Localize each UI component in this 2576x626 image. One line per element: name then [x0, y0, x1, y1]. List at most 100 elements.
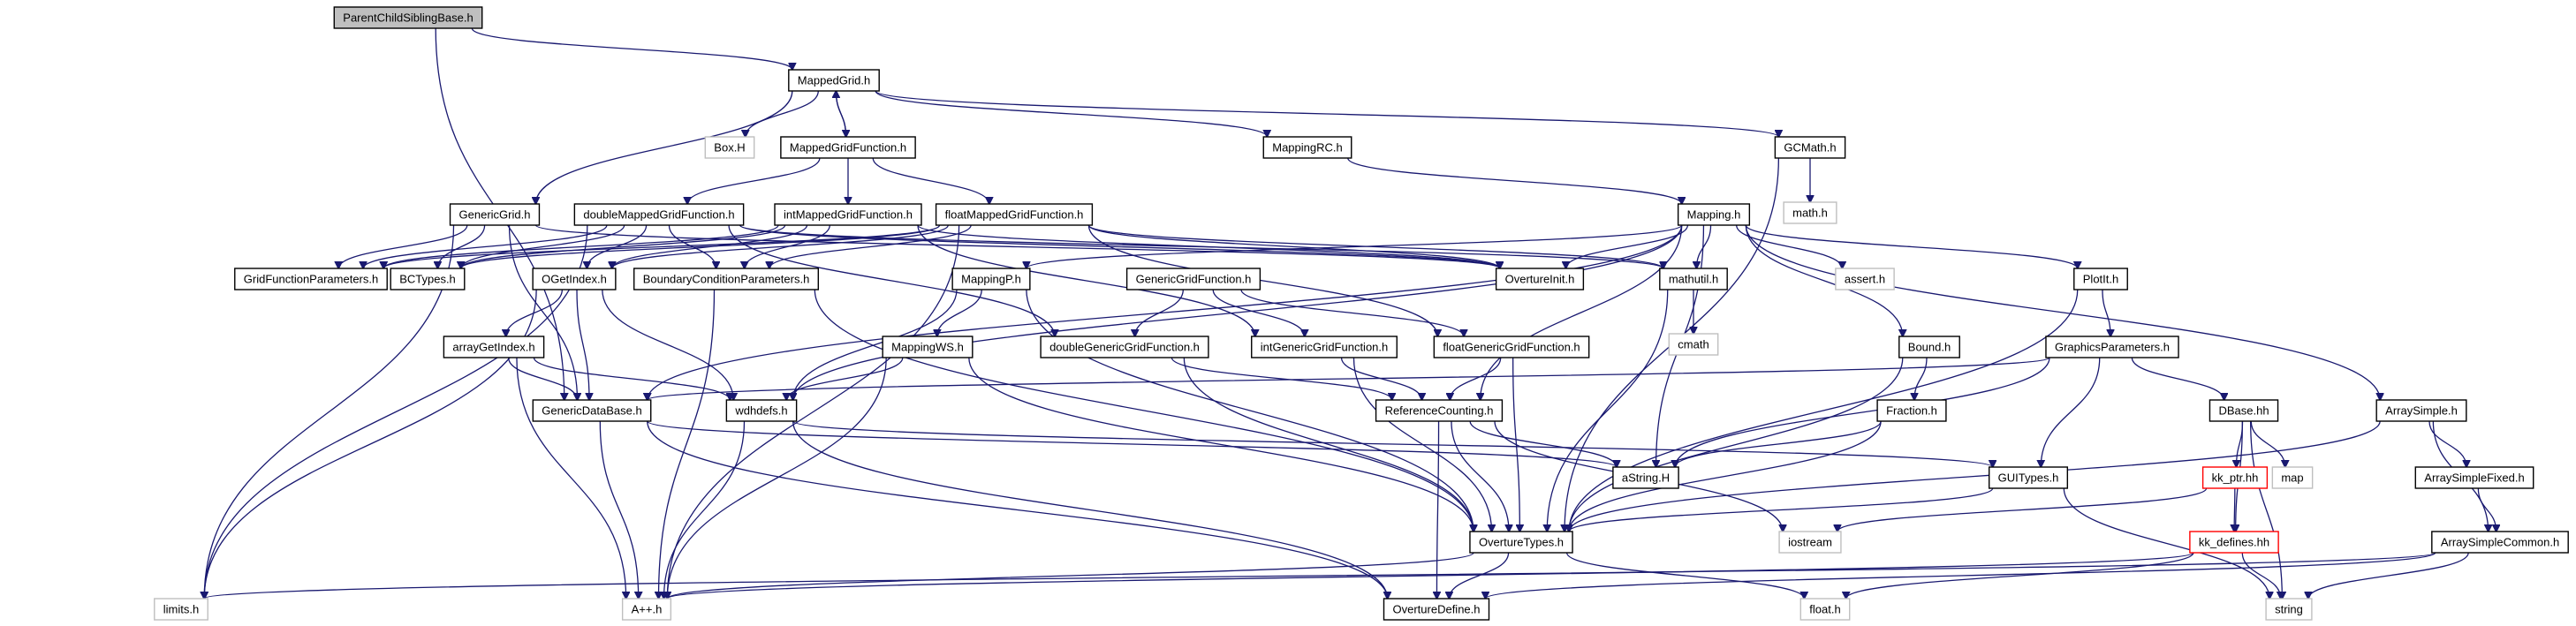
node-mathh[interactable]: math.h [1783, 201, 1837, 224]
edge-gencgf-to-fggf [1240, 289, 1464, 336]
node-floath[interactable]: float.h [1799, 598, 1851, 621]
node-iostream[interactable]: iostream [1778, 531, 1842, 554]
node-genericgrid[interactable]: GenericGrid.h [449, 203, 541, 226]
node-bctypes[interactable]: BCTypes.h [390, 268, 466, 290]
node-maph[interactable]: map [2271, 466, 2314, 489]
edge-fmgf-to-mathutil [1087, 224, 1663, 268]
node-label: intMappedGridFunction.h [784, 208, 913, 222]
node-kkptr[interactable]: kk_ptr.hh [2201, 466, 2269, 489]
node-aplusplus[interactable]: A++.h [621, 598, 672, 621]
edge-refcount-to-astring [1469, 420, 1617, 467]
edge-bcp-to-overturetypes [814, 289, 1474, 532]
edge-mappedgrid-to-genericgrid [535, 90, 793, 204]
edge-plotit-to-overturetypes [1569, 289, 2079, 532]
node-arraysimple[interactable]: ArraySimple.h [2375, 399, 2467, 422]
node-label: doubleGenericGridFunction.h [1049, 341, 1200, 354]
edge-fmgf-to-fggf [1087, 224, 1437, 336]
node-gdb[interactable]: GenericDataBase.h [532, 399, 652, 422]
node-box [1251, 336, 1398, 358]
node-guitypes[interactable]: GUITypes.h [1988, 466, 2069, 489]
node-mathutil[interactable]: mathutil.h [1659, 268, 1728, 290]
edge-dmgf-to-limits [204, 224, 588, 599]
node-imgf[interactable]: intMappedGridFunction.h [774, 203, 922, 226]
node-box [1125, 268, 1261, 290]
node-stringh[interactable]: string [2265, 598, 2313, 621]
node-mappingp[interactable]: MappingP.h [951, 268, 1031, 290]
node-label: aString.H [1622, 471, 1670, 485]
node-label: iostream [1788, 536, 1832, 549]
node-fggf[interactable]: floatGenericGridFunction.h [1433, 336, 1590, 358]
node-gencgf[interactable]: GenericGridFunction.h [1125, 268, 1261, 290]
node-boxh[interactable]: Box.H [704, 136, 755, 159]
node-plotit[interactable]: PlotIt.h [2073, 268, 2128, 290]
node-label: OvertureDefine.h [1393, 603, 1481, 616]
node-mappingws[interactable]: MappingWS.h [882, 336, 974, 358]
edge-dggf-to-refcount [1171, 357, 1391, 400]
node-box [449, 203, 541, 226]
node-fmgf[interactable]: floatMappedGridFunction.h [935, 203, 1094, 226]
node-overtureinit[interactable]: OvertureInit.h [1495, 268, 1585, 290]
node-astring[interactable]: aString.H [1612, 466, 1679, 489]
edge-arraysimple-to-overturetypes [1569, 420, 2381, 532]
edge-gparams-to-guitypes [2041, 357, 2101, 467]
node-box [1835, 268, 1895, 290]
node-arraygetindex[interactable]: arrayGetIndex.h [443, 336, 545, 358]
node-kkdefines[interactable]: kk_defines.hh [2189, 531, 2279, 554]
edge-imgf-to-bctypes [461, 224, 786, 268]
node-label: map [2281, 471, 2303, 485]
node-mappingrc[interactable]: MappingRC.h [1262, 136, 1352, 159]
node-box [2045, 336, 2179, 358]
node-box [1783, 201, 1837, 224]
edge-arraysimple-to-arraysimplefixed [2428, 420, 2466, 467]
node-label: assert.h [1845, 273, 1885, 286]
edge-pcsb-to-mappedgrid [471, 27, 792, 70]
node-refcount[interactable]: ReferenceCounting.h [1375, 399, 1504, 422]
node-label: BoundaryConditionParameters.h [643, 273, 810, 286]
node-overturedefine[interactable]: OvertureDefine.h [1383, 598, 1490, 621]
node-wdhdefs[interactable]: wdhdefs.h [725, 399, 798, 422]
edge-mapping-to-refcount [1481, 224, 1683, 400]
edge-mapping-to-overtureinit [1566, 224, 1689, 268]
node-dmgf[interactable]: doubleMappedGridFunction.h [573, 203, 745, 226]
node-box [443, 336, 545, 358]
node-asserth[interactable]: assert.h [1835, 268, 1895, 290]
node-label: GenericDataBase.h [542, 404, 641, 418]
edge-gencgf-to-dggf [1135, 289, 1184, 336]
node-bound[interactable]: Bound.h [1898, 336, 1960, 358]
node-box [2189, 531, 2279, 554]
node-cmath[interactable]: cmath [1668, 333, 1719, 356]
node-mappedgrid[interactable]: MappedGrid.h [788, 69, 880, 92]
node-label: ArraySimple.h [2385, 404, 2458, 418]
node-label: float.h [1809, 603, 1840, 616]
node-label: kk_ptr.hh [2212, 471, 2259, 485]
edge-ogetindex-to-gdb [576, 289, 589, 400]
node-gcmath[interactable]: GCMath.h [1774, 136, 1846, 159]
node-gfp[interactable]: GridFunctionParameters.h [234, 268, 388, 290]
node-overturetypes[interactable]: OvertureTypes.h [1469, 531, 1573, 554]
node-ogetindex[interactable]: OGetIndex.h [532, 268, 617, 290]
node-box [633, 268, 820, 290]
edge-kkdefines-to-floath [1846, 552, 2194, 599]
node-label: doubleMappedGridFunction.h [583, 208, 734, 222]
node-bcp[interactable]: BoundaryConditionParameters.h [633, 268, 820, 290]
edge-layer [204, 27, 2496, 599]
node-box [1799, 598, 1851, 621]
node-mapping[interactable]: Mapping.h [1677, 203, 1751, 226]
node-iggf[interactable]: intGenericGridFunction.h [1251, 336, 1398, 358]
node-arraysimplecommon[interactable]: ArraySimpleCommon.h [2431, 531, 2569, 554]
node-gparams[interactable]: GraphicsParameters.h [2045, 336, 2179, 358]
node-label: mathutil.h [1669, 273, 1718, 286]
node-label: ParentChildSiblingBase.h [343, 11, 473, 25]
node-label: GridFunctionParameters.h [244, 273, 378, 286]
node-label: ArraySimpleFixed.h [2424, 471, 2524, 485]
node-dggf[interactable]: doubleGenericGridFunction.h [1040, 336, 1209, 358]
node-dbase[interactable]: DBase.hh [2209, 399, 2279, 422]
node-mgf[interactable]: MappedGridFunction.h [780, 136, 916, 159]
node-pcsb[interactable]: ParentChildSiblingBase.h [333, 6, 483, 29]
edge-arraygetindex-to-aplusplus [516, 357, 626, 599]
node-box [1262, 136, 1352, 159]
node-fraction[interactable]: Fraction.h [1876, 399, 1947, 422]
node-limits[interactable]: limits.h [154, 598, 208, 621]
edge-overturetypes-to-aplusplus [667, 552, 1474, 599]
node-arraysimplefixed[interactable]: ArraySimpleFixed.h [2414, 466, 2534, 489]
